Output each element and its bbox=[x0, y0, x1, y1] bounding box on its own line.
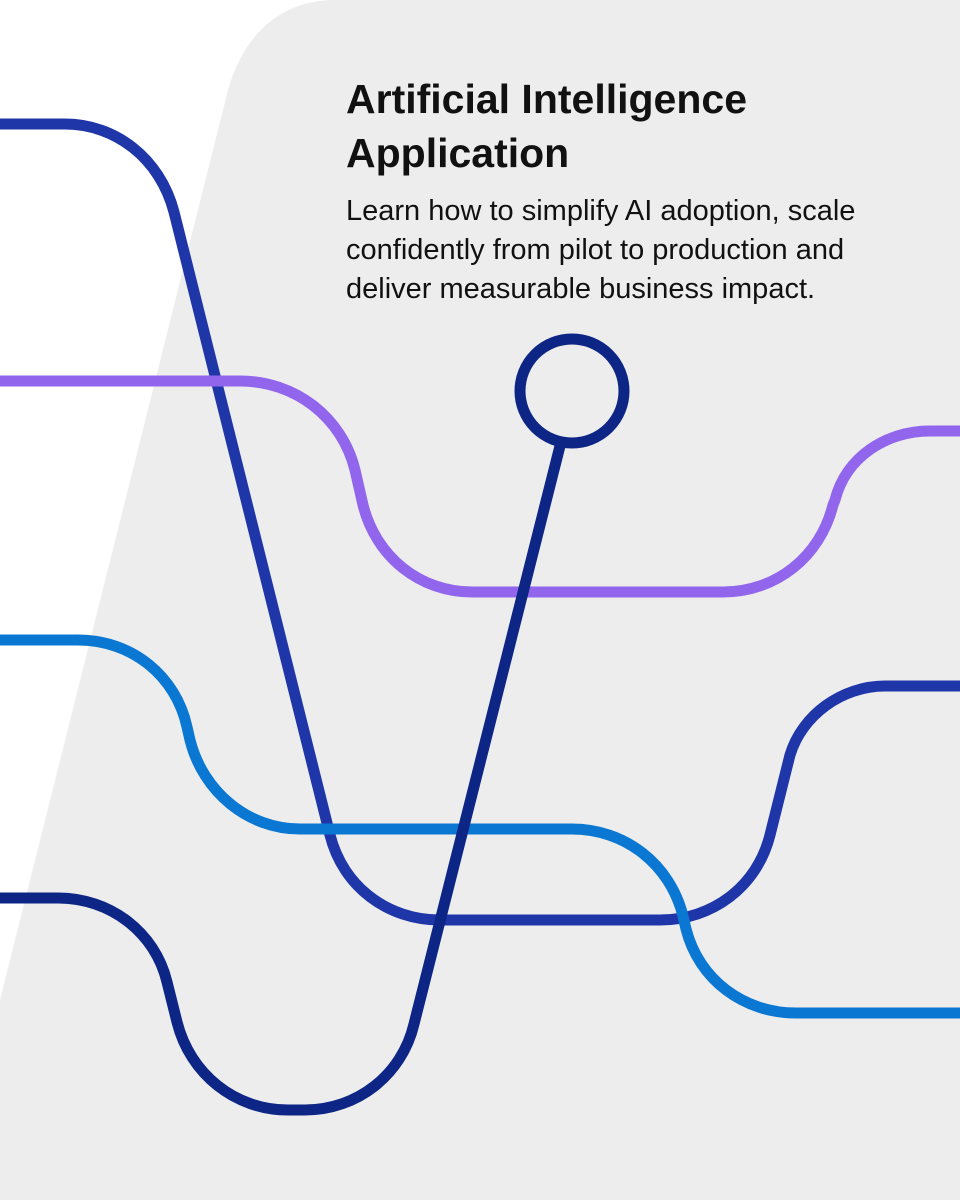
page-title: Artificial Intelligence Application bbox=[346, 76, 747, 176]
line-purple bbox=[0, 375, 960, 598]
line-blue bbox=[0, 634, 960, 1019]
line-navy bbox=[0, 440, 566, 1116]
page-description: Learn how to simplify AI adoption, scale… bbox=[346, 195, 856, 305]
text-block: Artificial Intelligence Application Lear… bbox=[346, 72, 936, 309]
circle-node-icon bbox=[514, 333, 630, 449]
